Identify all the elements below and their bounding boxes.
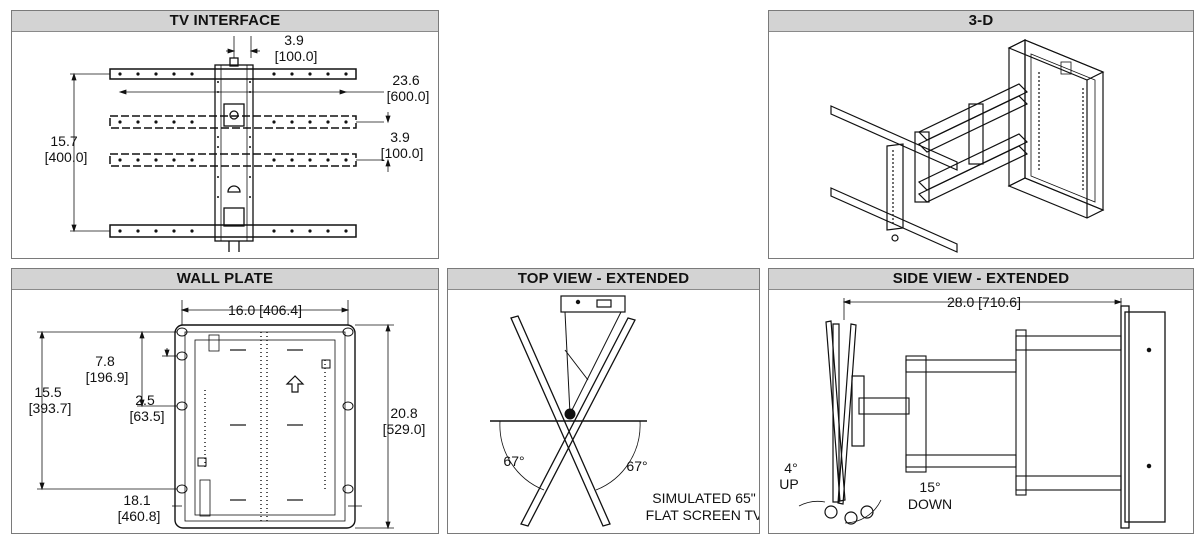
top-view-angle-left: 67° [503,453,524,469]
tv-dim-right-in: 3.9 [390,129,410,145]
tv-dim-height [70,72,110,233]
tv-bracket-holes [217,81,251,198]
top-view-drawing: 67° 67° SIMULATED 65" FLAT SCREEN TV [490,295,759,527]
tv-rail-bottom [109,224,357,238]
wall-plate-dim-b-mm: [63.5] [129,408,164,424]
wall-plate-dim-a-in: 7.8 [95,353,115,369]
top-view-panel: TOP VIEW - EXTENDED 67° 67° SIMULATED 65… [447,268,760,534]
wall-plate-dim-d [355,323,394,530]
side-view-dim-extension-label: 28.0 [710.6] [947,294,1021,310]
tv-dim-height-mm: [400.0] [45,149,88,165]
three-d-title: 3-D [769,11,1193,32]
side-view-dim-extension [842,298,1123,320]
wall-plate-dim-a-mm: [196.9] [86,369,129,385]
side-view-tilt-up-label: UP [779,476,798,492]
wall-plate-dim-b [162,348,177,358]
tv-interface-panel: TV INTERFACE [11,10,439,259]
top-view-angle-right: 67° [626,458,647,474]
tv-dim-right-mm: [100.0] [381,145,424,161]
tv-rail-holes [118,72,348,233]
three-d-drawing [830,39,1105,253]
up-arrow-icon [285,375,305,393]
top-view-arm [564,311,622,420]
side-view-wall-box [1120,305,1166,529]
wall-plate-dim-b-in: 2.5 [135,392,155,408]
three-d-arms [914,83,1029,203]
side-view-arms [858,329,1122,496]
side-view-drawing: 28.0 [710.6] 4° UP 15° DOWN [779,294,1166,529]
side-view-title: SIDE VIEW - EXTENDED [769,269,1193,290]
top-view-note-line2: FLAT SCREEN TV [646,507,759,523]
top-view-angle-arcs [499,420,641,491]
wall-plate-slots [230,349,303,501]
tv-dim-height-in: 15.7 [50,133,77,149]
wall-plate-dim-c [37,330,177,491]
tv-rail-top [109,68,357,80]
side-view-tv-positions [824,320,874,525]
tv-dim-right [356,112,391,172]
wall-plate-drawing: 16.0 [406.4] 7.8 [196.9] 2.5 [63.5] 15.5… [29,300,426,530]
wall-plate-dim-width-label: 16.0 [406.4] [228,302,302,318]
wall-plate-title: WALL PLATE [12,269,438,290]
tv-interface-drawing: 3.9 [100.0] 23.6 [600.0] 3.9 [100.0] 15. [45,32,430,252]
tv-center-bracket [214,57,254,252]
wall-plate-dim-d-in: 20.8 [390,405,417,421]
wall-plate-dim-e-in: 18.1 [123,492,150,508]
top-view-tv-positions [490,315,647,527]
wall-plate-mount-holes [176,327,354,494]
tv-dim-width [118,89,384,95]
three-d-tv-rails [830,105,958,253]
side-view-panel: SIDE VIEW - EXTENDED [768,268,1194,534]
wall-plate-dim-c-in: 15.5 [34,384,61,400]
wall-plate-body [174,324,356,529]
top-view-title: TOP VIEW - EXTENDED [448,269,759,290]
top-view-wall-box [560,295,626,313]
side-view-tilt-up-value: 4° [784,460,797,476]
wall-plate-dim-width [180,300,350,325]
side-view-tilt-down-value: 15° [919,479,940,495]
wall-plate-dim-a [137,330,177,408]
tv-rail-mid2 [109,153,357,167]
tv-rail-mid1 [109,115,357,129]
wall-plate-dim-d-mm: [529.0] [383,421,426,437]
wall-plate-dim-c-mm: [393.7] [29,400,72,416]
tv-dim-top [226,36,260,58]
tv-interface-title: TV INTERFACE [12,11,438,32]
wall-plate-dim-e-mm: [460.8] [118,508,161,524]
tv-dim-top-mm: [100.0] [275,48,318,64]
tv-dim-top-in: 3.9 [284,32,304,48]
three-d-panel: 3-D [768,10,1194,259]
wall-plate-panel: WALL PLATE [11,268,439,534]
tv-dim-width-mm: [600.0] [387,88,430,104]
side-view-tilt-arcs [798,499,882,524]
three-d-wall-box [1007,39,1105,219]
tv-dim-width-in: 23.6 [392,72,419,88]
side-view-tilt-down-label: DOWN [908,496,952,512]
top-view-note-line1: SIMULATED 65" [652,490,756,506]
